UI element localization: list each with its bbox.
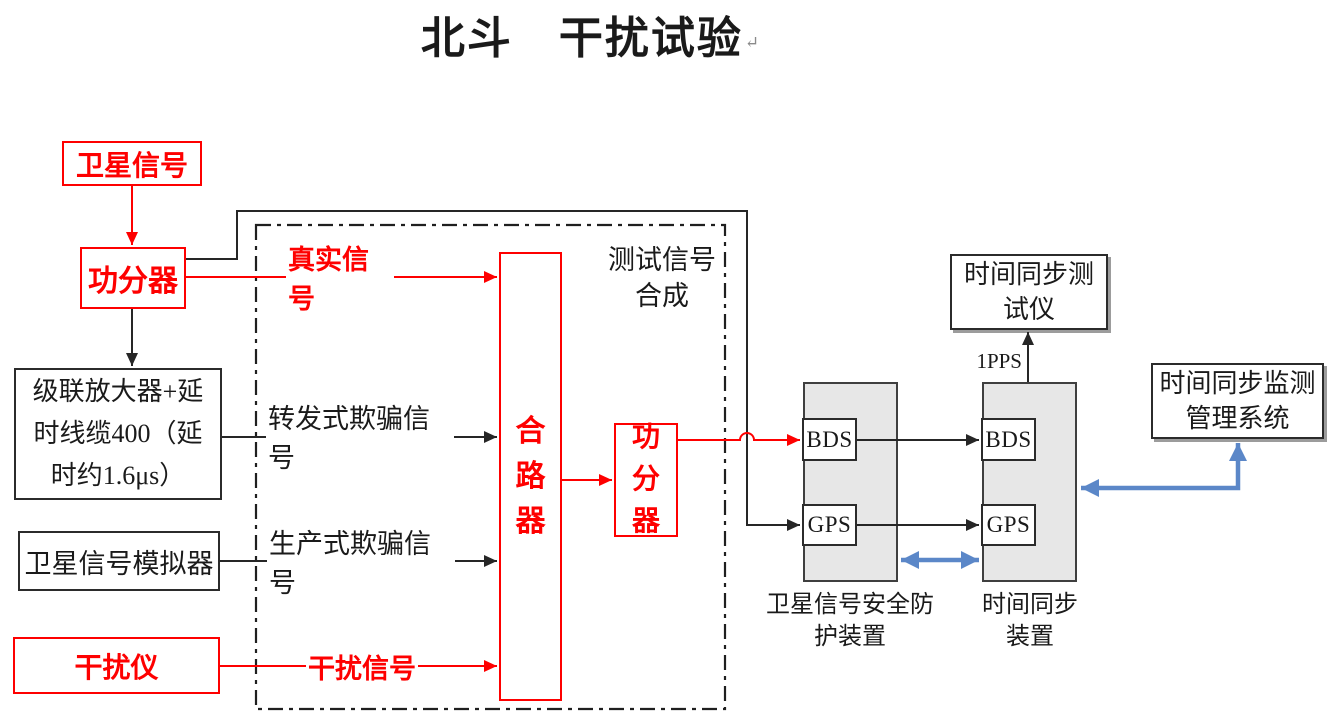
edge-monitor-link-blue [1081,443,1247,497]
time-sync-device-caption: 时间同步 装置 [982,592,1078,650]
amplifier-delay-box: 级联放大器+延 时线缆400（延 时约1.6μs） [14,368,222,500]
satellite-signal-label: 卫星信号 [75,150,188,182]
page-title: 北斗 干扰试验↵ [380,4,800,64]
signal-simulator-label: 卫星信号模拟器 [24,548,214,579]
generated-spoof-label: 生产式欺骗信号 [267,529,455,598]
protection-gps-label: GPS [807,512,852,537]
amplifier-delay-label: 级联放大器+延 时线缆400（延 时约1.6μs） [32,376,204,491]
time-sync-tester-box: 时间同步测 试仪 [950,254,1108,330]
repeater-spoof-label: 转发式欺骗信号 [266,404,454,473]
jammer-label: 干扰仪 [74,652,159,684]
protection-gps-port: GPS [802,504,857,546]
protection-device-caption: 卫星信号安全防 护装置 [766,592,934,650]
combiner-box: 合路器 [499,252,562,701]
time-sync-gps-port: GPS [981,504,1036,546]
time-sync-device-box [982,382,1077,582]
jam-signal-label: 干扰信号 [306,650,418,684]
paragraph-mark-icon: ↵ [744,33,760,52]
time-sync-tester-label: 时间同步测 试仪 [963,259,1094,324]
protection-bds-label: BDS [806,426,853,452]
jammer-box: 干扰仪 [13,637,220,694]
satellite-signal-box: 卫星信号 [62,141,202,186]
time-sync-bds-label: BDS [985,426,1032,452]
time-sync-bds-port: BDS [981,418,1036,461]
power-divider-1-label: 功分器 [88,265,178,298]
power-divider-2-label: 功分器 [631,422,660,537]
time-sync-gps-label: GPS [986,512,1031,537]
pps-label: 1PPS [976,348,1022,373]
protection-device-box [803,382,898,582]
protection-bds-port: BDS [802,418,857,461]
power-divider-1-box: 功分器 [80,247,186,309]
monitor-system-label: 时间同步监测 管理系统 [1159,368,1316,433]
title-text: 北斗 干扰试验 [420,14,743,63]
signal-simulator-box: 卫星信号模拟器 [18,531,220,591]
power-divider-2-box: 功分器 [614,422,678,537]
monitor-system-box: 时间同步监测 管理系统 [1151,363,1324,439]
combiner-label: 合路器 [515,415,546,538]
edge-divider2-to-bds [678,432,800,446]
real-signal-label: 真实信号 [286,245,394,314]
test-signal-group-label: 测试信号 合成 [608,245,716,311]
